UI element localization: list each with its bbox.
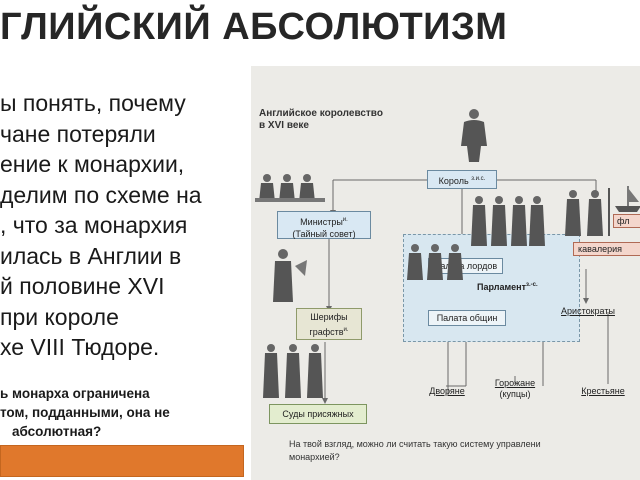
scheme-question-line: На твой взгляд, можно ли считать такую с… bbox=[289, 439, 541, 449]
question-line: том, подданными, она не bbox=[0, 405, 170, 420]
body-line: ы понять, почему bbox=[0, 90, 186, 116]
cavalry-label: кавалерия bbox=[578, 244, 622, 254]
house-of-lords-box: Палата лордов bbox=[428, 258, 503, 274]
fleet-label: фл bbox=[617, 216, 630, 226]
parliament-label: Парламент bbox=[477, 282, 526, 292]
body-line: хе VIII Тюдоре. bbox=[0, 334, 160, 360]
king-superscript: з.и.с. bbox=[471, 176, 486, 182]
body-line: ение к монархии, bbox=[0, 151, 185, 177]
parliament-figures-illustration bbox=[407, 244, 463, 280]
sheriffs-box: Шерифы графстви. bbox=[296, 308, 362, 340]
sheriff-figure-illustration bbox=[273, 249, 307, 302]
question-line: абсолютная? bbox=[12, 424, 102, 439]
peasants-box: Крестьяне bbox=[571, 384, 635, 398]
fleet-box: фл bbox=[613, 214, 640, 228]
king-label: Король bbox=[438, 176, 469, 186]
ministers-superscript: и. bbox=[342, 217, 348, 223]
jury-courts-box: Суды присяжных bbox=[269, 404, 367, 424]
parliament-label-box: Парламентз.-с. bbox=[477, 278, 567, 292]
government-scheme-image: Английское королевство в XVI веке bbox=[251, 66, 640, 480]
house-of-commons-label: Палата общин bbox=[436, 313, 498, 323]
lords-figures-illustration bbox=[471, 196, 545, 246]
sheriffs-label: Шерифы bbox=[310, 312, 348, 322]
scheme-title-line: в XVI веке bbox=[259, 120, 309, 131]
ministers-box: Министрыи. (Тайный совет) bbox=[277, 211, 371, 239]
ship-illustration bbox=[615, 186, 640, 212]
body-line: илась в Англии в bbox=[0, 242, 182, 269]
peasants-label: Крестьяне bbox=[581, 386, 625, 396]
soldiers-figures-illustration bbox=[565, 188, 610, 236]
cavalry-box: кавалерия bbox=[573, 242, 640, 256]
scheme-question-line: монархией? bbox=[289, 452, 340, 462]
scheme-title: Английское королевство в XVI веке bbox=[259, 108, 383, 132]
ministers-figures-illustration bbox=[255, 174, 325, 202]
slide-question: ь монарха ограничена том, подданными, он… bbox=[0, 384, 240, 441]
king-box: Король з.и.с. bbox=[427, 170, 497, 189]
body-line: , что за монархия bbox=[0, 212, 188, 238]
king-figure-illustration bbox=[461, 109, 487, 162]
counties-label: графств bbox=[309, 327, 344, 337]
body-line: при короле bbox=[0, 303, 119, 330]
privy-council-label: (Тайный совет) bbox=[292, 229, 356, 239]
body-line: делим по схеме на bbox=[0, 181, 202, 208]
scheme-question: На твой взгляд, можно ли считать такую с… bbox=[259, 438, 639, 468]
nobles-label: Дворяне bbox=[429, 386, 465, 396]
question-line: ь монарха ограничена bbox=[0, 386, 150, 401]
house-of-lords-label: Палата лордов bbox=[433, 261, 498, 271]
body-line: й половине XVI bbox=[0, 273, 165, 299]
ministers-label: Министры bbox=[300, 217, 343, 227]
aristocrats-box: Аристократы bbox=[553, 304, 623, 318]
parliament-superscript: з.-с. bbox=[525, 282, 538, 288]
jury-courts-label: Суды присяжных bbox=[282, 409, 354, 419]
aristocrats-label: Аристократы bbox=[561, 306, 615, 316]
townsmen-label: Горожане bbox=[494, 378, 536, 388]
accent-bar bbox=[0, 445, 244, 477]
scheme-connectors bbox=[322, 179, 609, 404]
nobles-box: Дворяне bbox=[421, 384, 473, 398]
merchants-label: (купцы) bbox=[499, 389, 531, 399]
scheme-title-line: Английское королевство bbox=[259, 108, 383, 119]
slide-body-text: ы понять, почему чане потеряли ение к мо… bbox=[0, 88, 250, 363]
slide-title: ГЛИЙСКИЙ АБСОЛЮТИЗМ bbox=[0, 6, 508, 48]
body-line: чане потеряли bbox=[0, 120, 156, 147]
house-of-commons-box: Палата общин bbox=[428, 310, 506, 326]
sheriffs-superscript: и. bbox=[343, 327, 349, 333]
townsmen-box: Горожане (купцы) bbox=[483, 378, 547, 402]
jurors-figures-illustration bbox=[263, 344, 323, 398]
